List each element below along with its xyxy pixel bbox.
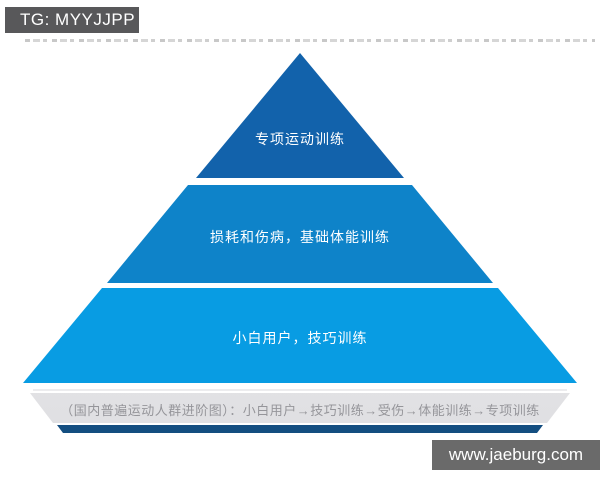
pedestal-caption: （国内普遍运动人群进阶图）：小白用户→技巧训练→受伤→体能训练→专项训练 [60,403,540,418]
pyramid-tier-middle-label: 损耗和伤病，基础体能训练 [210,229,390,245]
pyramid-tier-bottom-label: 小白用户，技巧训练 [232,330,368,346]
faint-watermark-text-line [25,39,595,42]
telegram-watermark-badge: TG: MYYJJPP [5,7,139,33]
website-watermark-badge: www.jaeburg.com [432,440,600,470]
pyramid-tier-top-label: 专项运动训练 [255,131,345,147]
pedestal-highlight-line [33,389,567,391]
